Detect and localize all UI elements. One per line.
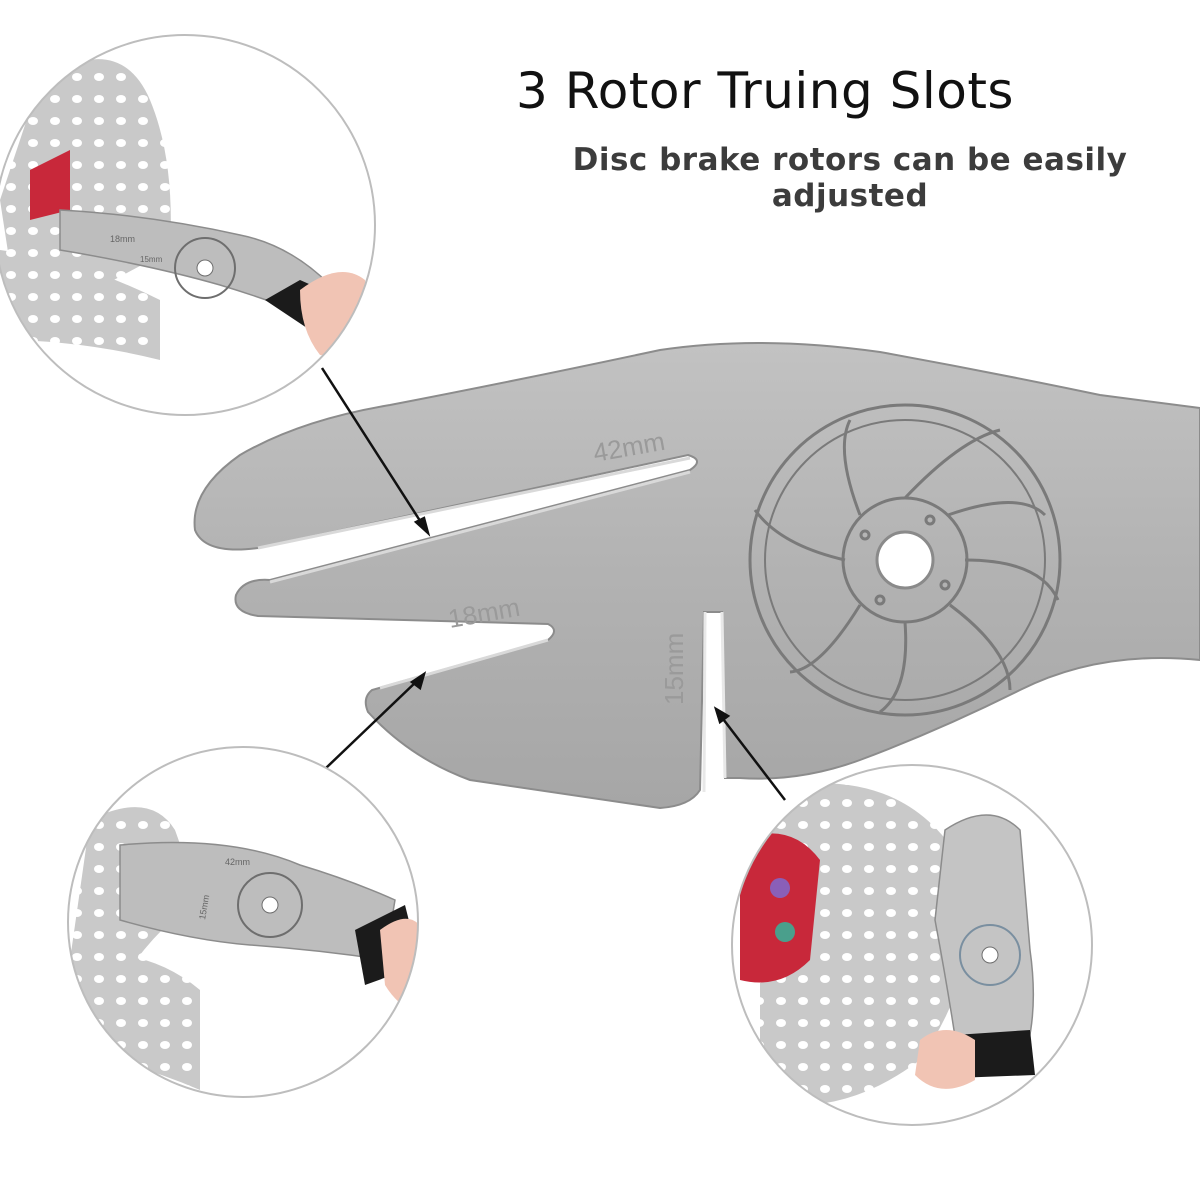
truing-tool: 42mm 18mm 15mm xyxy=(193,341,1200,810)
subheadline: Disc brake rotors can be easily adjusted xyxy=(572,142,1128,214)
svg-text:42mm: 42mm xyxy=(225,857,250,867)
rotor-engraving-icon xyxy=(748,403,1062,717)
inset-42mm-slot-usage: 18mm 15mm xyxy=(0,34,376,416)
arrow-icon xyxy=(320,367,786,801)
headline: 3 Rotor Truing Slots xyxy=(516,62,1014,120)
svg-text:18mm: 18mm xyxy=(110,234,135,244)
tool-body xyxy=(193,341,1200,810)
inset-18mm-slot-usage: 42mm 15mm xyxy=(67,746,419,1098)
inset-15mm-slot-usage xyxy=(731,764,1093,1126)
slot-label-15mm: 15mm xyxy=(659,633,689,705)
svg-text:15mm: 15mm xyxy=(140,255,163,264)
svg-text:15mm: 15mm xyxy=(197,894,211,920)
